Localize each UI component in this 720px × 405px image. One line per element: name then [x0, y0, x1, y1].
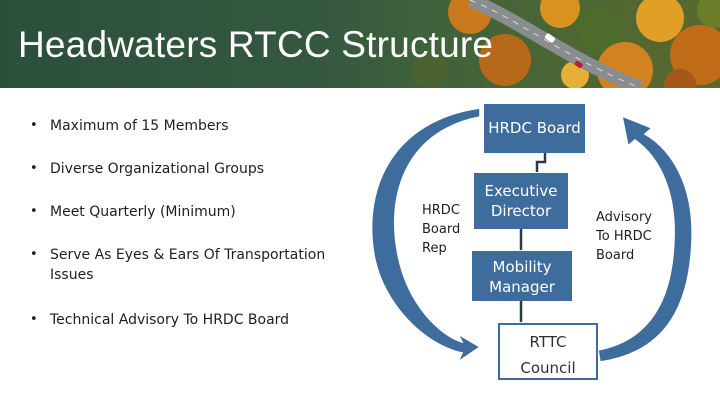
bullet-dot: • — [30, 204, 38, 219]
autumn-road-photo — [412, 0, 720, 88]
hrdc-board-rep-label: HRDC Board Rep — [422, 201, 460, 258]
advisory-label: Advisory To HRDC Board — [596, 208, 652, 265]
left-curved-arrow — [370, 107, 482, 365]
mobility-manager-box: Mobility Manager — [472, 251, 572, 301]
slide-title: Headwaters RTCC Structure — [18, 24, 494, 65]
connector-board-director — [535, 152, 547, 172]
road — [467, 0, 643, 88]
white-car — [544, 33, 556, 43]
mobility-manager-line1: Mobility — [492, 258, 552, 276]
executive-director-box: Executive Director — [474, 173, 568, 229]
bullet-dot: • — [30, 161, 38, 176]
side-label-line: To HRDC — [596, 229, 652, 244]
title-banner: Headwaters RTCC Structure — [0, 0, 720, 88]
executive-director-line1: Executive — [484, 182, 558, 200]
hrdc-board-label: HRDC Board — [488, 119, 581, 137]
executive-director-line2: Director — [490, 202, 552, 220]
side-label-line: Board — [422, 222, 461, 237]
mobility-manager-line2: Manager — [489, 278, 555, 296]
side-label-line: Advisory — [596, 210, 652, 225]
hrdc-board-box: HRDC Board — [484, 104, 585, 153]
side-label-line: Board — [596, 248, 635, 263]
rttc-line1: RTTC — [529, 333, 567, 351]
rttc-council-box: RTTC Council — [498, 323, 598, 380]
bullet-text: Meet Quarterly (Minimum) — [50, 204, 236, 220]
bullet-dot: • — [30, 312, 38, 327]
right-curved-arrow — [597, 114, 693, 363]
bullet-text: Serve As Eyes & Ears Of Transportation I… — [50, 247, 326, 283]
red-car — [574, 60, 583, 68]
rttc-line2: Council — [520, 359, 576, 377]
side-label-line: HRDC — [422, 203, 460, 218]
bullet-text: Technical Advisory To HRDC Board — [50, 312, 290, 328]
bullet-dot: • — [30, 247, 38, 262]
bullet-text: Maximum of 15 Members — [50, 118, 229, 134]
autumn-foliage — [412, 0, 720, 88]
bullet-dot: • — [30, 118, 38, 133]
side-label-line: Rep — [422, 241, 447, 256]
bullet-text: Diverse Organizational Groups — [50, 161, 265, 177]
